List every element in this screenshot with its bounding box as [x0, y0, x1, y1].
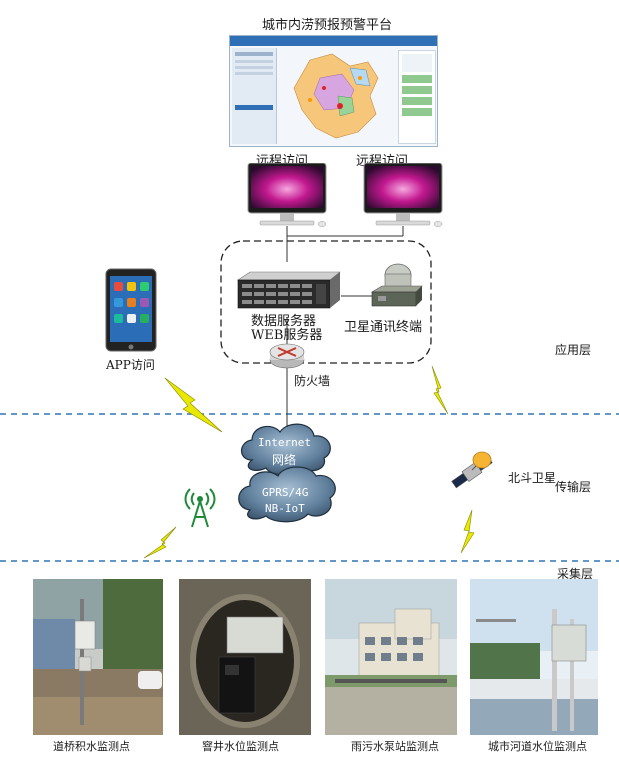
- layer-label-transmission: 传输层: [555, 480, 592, 494]
- lightning-tower: [143, 526, 177, 559]
- web-server-label: WEB服务器: [251, 328, 323, 343]
- internet-label: Internet: [258, 436, 311, 449]
- beidou-label: 北斗卫星: [508, 471, 557, 485]
- lightning-app: [164, 377, 223, 433]
- beidou-satellite-icon: [451, 451, 493, 489]
- layer-label-collection: 采集层: [557, 567, 594, 581]
- satellite-terminal-device: [370, 263, 423, 307]
- app-access-label: APP访问: [106, 358, 155, 372]
- app-phone-icon: [105, 268, 157, 352]
- monitoring-point-label-3: 雨污水泵站监测点: [351, 740, 439, 753]
- internet-cloud-shape: [240, 423, 331, 476]
- firewall-label: 防火墙: [294, 374, 331, 388]
- platform-header-bar: [230, 36, 437, 46]
- platform-screenshot: [229, 35, 438, 147]
- monitoring-point-label-1: 道桥积水监测点: [53, 740, 130, 753]
- monitoring-point-label-4: 城市河道水位监测点: [488, 740, 587, 753]
- photo-manhole-water-level: [179, 579, 311, 735]
- gprs-cloud-shape: [238, 466, 336, 523]
- signal-tower-icon: [184, 488, 216, 528]
- lightning-satellite-up: [431, 365, 449, 415]
- lightning-satellite-down: [460, 509, 475, 554]
- platform-map: [293, 53, 379, 139]
- server-cluster-box: [220, 240, 432, 364]
- monitoring-point-label-2: 窨井水位监测点: [202, 740, 279, 753]
- layer-label-application: 应用层: [555, 343, 592, 357]
- satellite-terminal-label: 卫星通讯终端: [344, 320, 423, 335]
- gprs-label: GPRS/4G: [262, 486, 309, 499]
- remote-computer-left: [247, 163, 327, 227]
- photo-river-channel: [470, 579, 598, 735]
- server-rack: [237, 271, 341, 309]
- data-server-label: 数据服务器: [251, 314, 317, 329]
- firewall-router-icon: [269, 343, 305, 369]
- photo-bridge-waterlogging: [33, 579, 163, 735]
- internet-network-label: 网络: [272, 453, 297, 467]
- remote-computer-right: [363, 163, 443, 227]
- photo-pump-station: [325, 579, 457, 735]
- platform-title: 城市内涝预报预警平台: [262, 18, 393, 33]
- nbiot-label: NB-IoT: [265, 502, 305, 515]
- platform-right-panel: [398, 50, 436, 144]
- network-clouds: [238, 423, 336, 523]
- platform-sidebar: [232, 48, 277, 144]
